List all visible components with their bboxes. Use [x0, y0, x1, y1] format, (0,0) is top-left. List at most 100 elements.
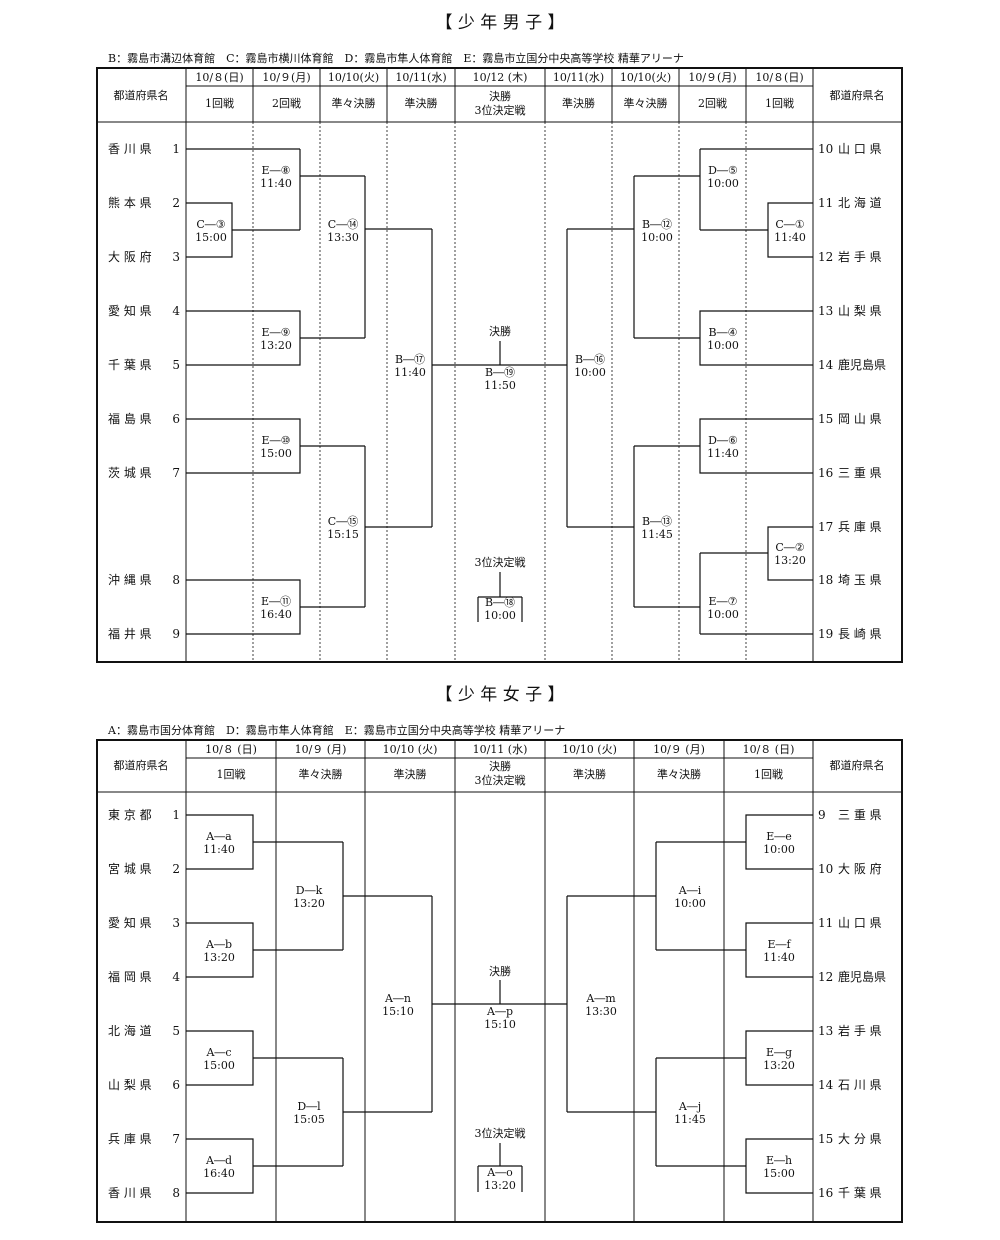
- girls-match-e-code: E―e: [766, 830, 792, 843]
- girls-pref-header-right: 都道府県名: [830, 758, 885, 772]
- girls-match-h-code: E―h: [766, 1154, 792, 1167]
- boys-team-left-num: 7: [172, 466, 180, 480]
- girls-team-left: 北 海 道: [108, 1023, 152, 1038]
- girls-table-frame: [96, 739, 903, 1223]
- girls-title: 【 少 年 女 子 】: [435, 685, 564, 705]
- boys-match-c15-code: C―⑮: [328, 515, 358, 528]
- boys-match-b12-time: 10:00: [641, 231, 673, 244]
- boys-match-d5-code: D―⑤: [708, 164, 738, 177]
- boys-match-c14-time: 13:30: [327, 231, 359, 244]
- boys-col-date: 10/９(月): [262, 71, 310, 84]
- girls-col-round: 準決勝: [394, 767, 427, 781]
- girls-match-n-time: 15:10: [382, 1005, 414, 1018]
- boys-col-round: 決勝: [489, 89, 511, 103]
- boys-pref-header-left: 都道府県名: [114, 88, 169, 102]
- girls-match-e-time: 10:00: [763, 843, 795, 856]
- boys-team-right: 兵 庫 県: [838, 520, 882, 534]
- boys-col-date: 10/10(火): [328, 71, 379, 84]
- girls-venues: A：霧島市国分体育館 D：霧島市隼人体育館 E：霧島市立国分中央高等学校 精華ア…: [107, 723, 565, 737]
- boys-col-date: 10/８(日): [195, 71, 243, 84]
- girls-team-left-num: 6: [172, 1078, 180, 1092]
- boys-col-date: 10/８(日): [755, 71, 803, 84]
- girls-team-right: 大 阪 府: [838, 861, 882, 876]
- boys-team-right: 鹿児島県: [838, 357, 886, 372]
- girls-team-left-num: 2: [172, 862, 180, 876]
- girls-col-date: 10/10 (火): [562, 743, 617, 756]
- boys-team-right: 山 梨 県: [838, 304, 882, 318]
- boys-match-e7-time: 10:00: [707, 608, 739, 621]
- boys-team-left: 沖 縄 県: [108, 572, 152, 587]
- girls-col-round: 準決勝: [573, 767, 606, 781]
- girls-team-right: 鹿児島県: [838, 969, 886, 984]
- boys-team-left: 香 川 県: [108, 142, 152, 156]
- boys-team-left-num: 1: [172, 142, 180, 156]
- boys-match-e7-code: E―⑦: [709, 595, 738, 608]
- girls-match-i-code: A―i: [678, 884, 702, 897]
- boys-team-right-num: 13: [818, 304, 833, 318]
- girls-team-left: 香 川 県: [108, 1186, 152, 1200]
- boys-team-right: 北 海 道: [838, 195, 882, 210]
- boys-team-right-num: 14: [818, 358, 834, 372]
- boys-team-left: 千 葉 県: [108, 358, 152, 372]
- girls-team-right-num: 16: [818, 1186, 833, 1200]
- girls-col-date: 10/11 (水): [473, 743, 528, 756]
- boys-team-left: 福 島 県: [108, 411, 152, 426]
- boys-third-label: 3位決定戦: [475, 555, 526, 569]
- boys-match-e11-code: E―⑪: [261, 595, 291, 608]
- boys-col-date: 10/10(火): [620, 71, 671, 84]
- boys-team-left-num: 3: [172, 250, 180, 264]
- girls-match-l-code: D―l: [297, 1100, 321, 1113]
- boys-venues: B：霧島市溝辺体育館 C：霧島市横川体育館 D：霧島市隼人体育館 E：霧島市立国…: [108, 51, 684, 65]
- boys-team-right-num: 17: [818, 520, 833, 534]
- boys-match-b13-code: B―⑬: [642, 515, 672, 528]
- girls-col-round: 準々決勝: [299, 767, 343, 781]
- boys-team-right: 岩 手 県: [838, 249, 882, 264]
- girls-col-date: 10/８ (日): [743, 743, 795, 756]
- boys-col-round: 準々決勝: [624, 96, 668, 110]
- girls-match-d-time: 16:40: [203, 1167, 235, 1180]
- girls-team-left-num: 5: [172, 1024, 180, 1038]
- boys-match-c15-time: 15:15: [327, 528, 359, 541]
- girls-match-b-code: A―b: [205, 938, 232, 951]
- boys-col-round: 1回戦: [205, 97, 234, 110]
- boys-team-left-num: 6: [172, 412, 180, 426]
- girls-match-m-code: A―m: [585, 992, 616, 1005]
- girls-team-left: 兵 庫 県: [108, 1132, 152, 1146]
- girls-third-label: 3位決定戦: [475, 1126, 526, 1140]
- boys-match-d6-time: 11:40: [707, 447, 739, 460]
- girls-team-right-num: 14: [818, 1078, 834, 1092]
- boys-team-right: 埼 玉 県: [838, 573, 882, 587]
- boys-col-round: 1回戦: [765, 97, 794, 110]
- girls-team-right-num: 15: [818, 1132, 833, 1146]
- girls-match-p-time: 15:10: [484, 1018, 516, 1031]
- girls-final-label: 決勝: [489, 964, 511, 978]
- girls-match-o-time: 13:20: [484, 1179, 516, 1192]
- boys-col-round: 2回戦: [272, 97, 301, 110]
- boys-match-b12-code: B―⑫: [642, 218, 672, 231]
- boys-col-date: 10/９(月): [688, 71, 736, 84]
- girls-team-right-num: 13: [818, 1024, 833, 1038]
- girls-match-i-time: 10:00: [674, 897, 706, 910]
- boys-team-right-num: 18: [818, 573, 833, 587]
- boys-team-right: 山 口 県: [838, 142, 882, 156]
- girls-team-right-num: 11: [818, 916, 833, 930]
- girls-team-left-num: 4: [172, 970, 180, 984]
- girls-team-right-num: 10: [818, 862, 833, 876]
- boys-col-round: 準々決勝: [332, 96, 376, 110]
- boys-match-c3-code: C―③: [196, 218, 225, 231]
- boys-col-round: 2回戦: [698, 97, 727, 110]
- boys-team-right: 三 重 県: [838, 466, 882, 480]
- girls-team-right-num: 12: [818, 970, 833, 984]
- girls-col-round: 決勝: [489, 759, 511, 773]
- girls-team-left: 愛 知 県: [108, 916, 152, 930]
- boys-team-left: 福 井 県: [108, 626, 152, 641]
- boys-title: 【 少 年 男 子 】: [435, 13, 564, 33]
- girls-team-right: 石 川 県: [838, 1078, 882, 1092]
- boys-match-b4-code: B―④: [709, 326, 738, 339]
- boys-match-e10-time: 15:00: [260, 447, 292, 460]
- girls-match-c-code: A―c: [205, 1046, 231, 1059]
- boys-match-b19-code: B―⑲: [485, 366, 515, 379]
- boys-col-round2: 3位決定戦: [475, 103, 526, 117]
- boys-match-b19-time: 11:50: [484, 379, 516, 392]
